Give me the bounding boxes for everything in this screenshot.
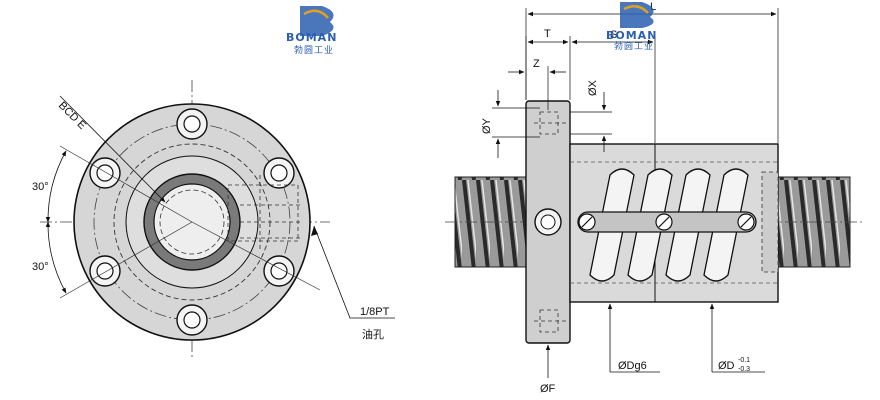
angle-label-bottom: 30° bbox=[32, 261, 49, 273]
oil-hole-leader bbox=[313, 225, 395, 319]
oil-hole-hidden-lines bbox=[227, 175, 300, 250]
dim-X-label: ØX bbox=[587, 79, 599, 96]
oil-hole-size-label: 1/8PT bbox=[360, 306, 390, 318]
bcd-leader-line bbox=[59, 95, 166, 203]
angle-label-top: 30° bbox=[32, 181, 49, 193]
logo-subtitle-right: 勃圆工业 bbox=[614, 40, 654, 52]
logo-subtitle-left: 勃圆工业 bbox=[294, 44, 334, 56]
dim-Z-label: Z bbox=[533, 58, 540, 70]
dim-D-tol-lower: -0.3 bbox=[738, 366, 750, 373]
logo-watermark-left: BOMAN 勃圆工业 bbox=[286, 6, 337, 56]
dim-S-label: S bbox=[610, 29, 617, 41]
dim-L-label: L bbox=[650, 1, 656, 13]
logo-name-left: BOMAN bbox=[286, 31, 337, 44]
front-view: BCD E 30° 30° 1/8PT 油孔 bbox=[32, 80, 395, 360]
oil-hole-name-label: 油孔 bbox=[362, 327, 384, 341]
side-flange-oil-hole-inner bbox=[540, 214, 556, 230]
bolt-hole-lower-left bbox=[89, 255, 121, 287]
dim-Y-label: ØY bbox=[481, 117, 493, 134]
dim-T-label: T bbox=[544, 28, 551, 40]
screw-root-circle bbox=[159, 189, 225, 255]
angle-arc-upper bbox=[45, 150, 67, 223]
logo-swoosh-icon bbox=[303, 9, 329, 19]
bcd-label: BCD E bbox=[56, 100, 88, 132]
logo-watermark-right: BOMAN 勃圆工业 bbox=[606, 2, 657, 52]
oil-hole-leader-arrow bbox=[311, 226, 318, 236]
dim-F-label: ØF bbox=[540, 383, 556, 395]
side-view: L S T Z ØX ØY ØF ØDg6 bbox=[445, 1, 862, 395]
radial-line-lower bbox=[59, 221, 193, 299]
plate-screws bbox=[578, 213, 755, 231]
logo-name-right: BOMAN bbox=[606, 29, 657, 42]
nut-end-seal bbox=[761, 171, 779, 273]
flange-hidden-holes bbox=[534, 111, 568, 333]
logo-swoosh-icon bbox=[623, 5, 649, 14]
angle-arc-lower bbox=[45, 221, 67, 294]
dim-D-tol-upper: -0.1 bbox=[738, 357, 750, 364]
bolt-hole-upper-right bbox=[263, 157, 295, 189]
radial-line-upper bbox=[59, 145, 193, 223]
dim-D-label: ØD bbox=[718, 360, 735, 372]
bolt-hole-bottom bbox=[176, 304, 208, 336]
dim-Dg6-label: ØDg6 bbox=[618, 360, 647, 372]
radial-line-oil bbox=[191, 221, 321, 291]
bolt-hole-top bbox=[176, 108, 208, 140]
bolt-hole-upper-left bbox=[89, 157, 121, 189]
bolt-hole-lower-right bbox=[263, 255, 295, 287]
